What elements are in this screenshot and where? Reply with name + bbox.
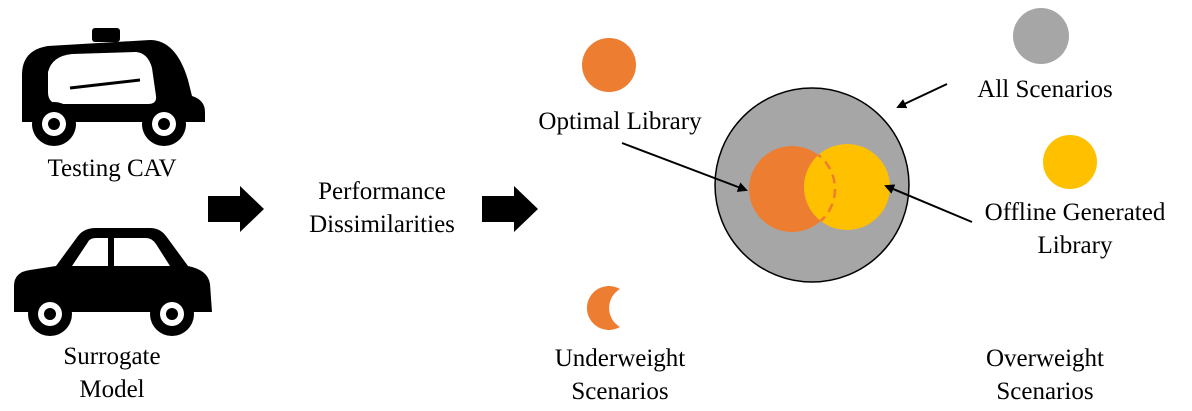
pointer-arrow bbox=[884, 184, 973, 223]
surrogate-model-label-line1: Surrogate bbox=[63, 343, 161, 370]
all-scenarios-legend-circle bbox=[1013, 8, 1069, 64]
overweight-label-line1: Overweight bbox=[985, 345, 1105, 372]
surrogate-model-label-line2: Model bbox=[79, 376, 145, 403]
sedan-car-icon bbox=[14, 228, 212, 336]
autonomous-car-icon bbox=[22, 28, 205, 146]
overweight-crescent-icon bbox=[1041, 289, 1052, 327]
underweight-crescent-icon bbox=[586, 286, 620, 330]
offline-library-circle bbox=[804, 144, 890, 230]
optimal-library-legend-circle bbox=[582, 38, 636, 92]
offline-library-legend-circle bbox=[1043, 135, 1097, 189]
pointer-arrow bbox=[896, 83, 948, 109]
pointer-arrow bbox=[621, 142, 748, 192]
underweight-label-line1: Underweight bbox=[554, 345, 686, 372]
underweight-label-line2: Scenarios bbox=[571, 378, 669, 405]
testing-cav-label: Testing CAV bbox=[47, 155, 177, 182]
performance-label-line2: Dissimilarities bbox=[309, 211, 455, 238]
right-arrow-icon bbox=[482, 186, 538, 232]
right-arrow-icon bbox=[208, 186, 264, 232]
offline-library-label-line2: Library bbox=[1037, 232, 1113, 259]
offline-library-label-line1: Offline Generated bbox=[984, 199, 1166, 226]
all-scenarios-label: All Scenarios bbox=[977, 76, 1113, 103]
optimal-library-dashed-outline bbox=[804, 144, 837, 230]
performance-label-line1: Performance bbox=[318, 178, 446, 205]
optimal-library-label: Optimal Library bbox=[538, 108, 702, 135]
overweight-label-line2: Scenarios bbox=[996, 378, 1094, 405]
